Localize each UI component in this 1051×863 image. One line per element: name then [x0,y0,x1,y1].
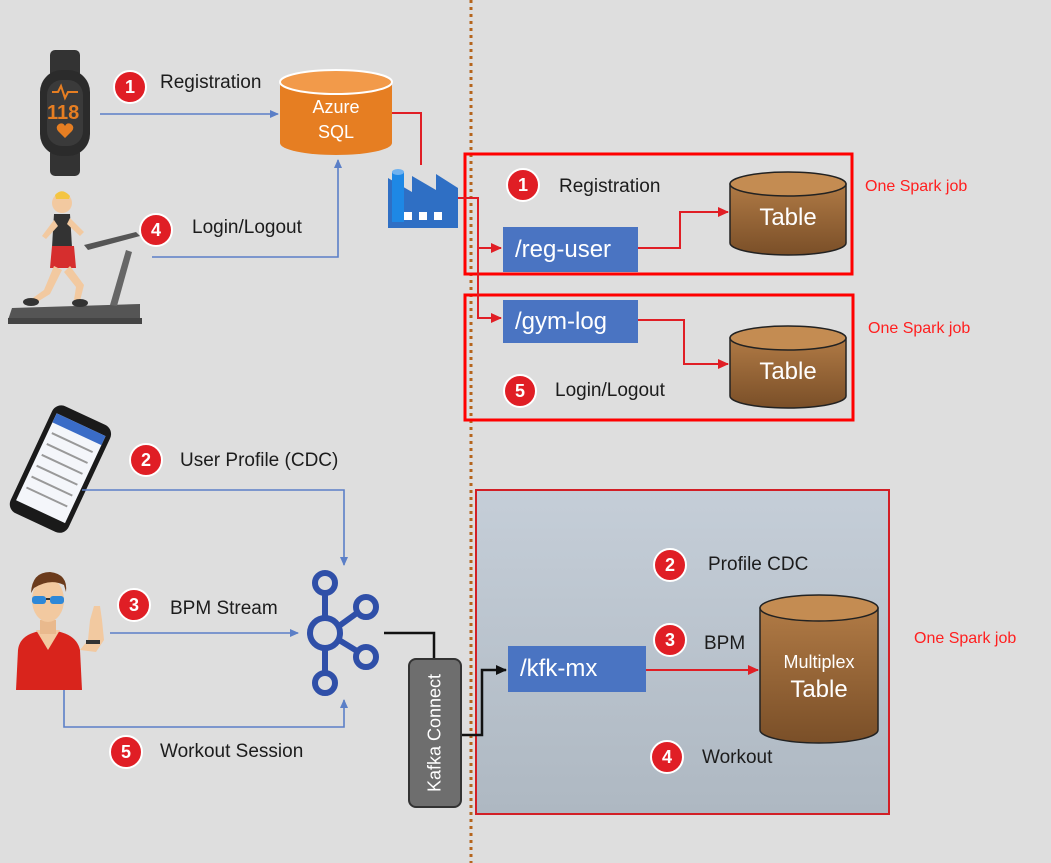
azure-sql-label-line1: Azure [312,97,360,117]
registration-label: Registration [160,72,262,93]
data-factory-icon [388,169,458,228]
job2-badge: 5 [503,374,537,408]
bpm-stream-label: BPM Stream [170,598,278,619]
pipeline-red-arrows [392,112,759,675]
smartwatch-icon [40,50,90,176]
person-icon [16,572,104,690]
kafka-connect-box: Kafka Connect [408,658,462,808]
kafka-black-arrows [384,631,507,737]
step-badge-bpm: 3 [117,588,151,622]
job3-workout-label: Workout [702,747,773,768]
table-label-1: Table [759,204,817,231]
spark-job-box-2 [463,293,855,422]
source-arrows [63,110,348,728]
multiplex-table-line1: Multiplex [783,652,855,672]
reg-user-path: /reg-user [503,227,638,272]
job3-badge-workout: 4 [650,740,684,774]
job2-label: Login/Logout [555,380,665,401]
azure-sql-icon [279,69,393,155]
job3-badge-profile: 2 [653,548,687,582]
step-badge-profile: 2 [129,443,163,477]
gym-log-path: /gym-log [503,300,638,343]
table-cylinder-1 [729,171,847,256]
table-label-2: Table [759,358,817,385]
workout-session-label: Workout Session [160,741,304,762]
step-badge-login: 4 [139,213,173,247]
phone-icon [9,405,112,533]
heart-rate-reading: 118 [47,102,80,124]
job3-profile-cdc-label: Profile CDC [708,554,809,575]
job3-badge-bpm: 3 [653,623,687,657]
spark-job-label-1: One Spark job [865,178,968,195]
runner-treadmill-icon [8,191,142,324]
user-profile-label: User Profile (CDC) [180,450,339,471]
kfk-mx-path: /kfk-mx [508,646,646,692]
kafka-icon [307,570,379,696]
kafka-connect-label: Kafka Connect [424,673,445,793]
step-badge-registration: 1 [113,70,147,104]
login-logout-label: Login/Logout [192,217,302,238]
multiplex-table-line2: Table [790,676,848,703]
spark-job-label-2: One Spark job [868,320,971,337]
step-badge-workout: 5 [109,735,143,769]
multiplex-table-cylinder [759,594,879,744]
spark-job-label-3: One Spark job [914,630,1017,647]
table-cylinder-2 [729,325,847,409]
spark-job-box-1 [463,152,854,276]
job1-label: Registration [559,176,661,197]
azure-sql-label-line2: SQL [317,122,355,142]
job1-badge: 1 [506,168,540,202]
job3-bpm-label: BPM [704,633,746,654]
